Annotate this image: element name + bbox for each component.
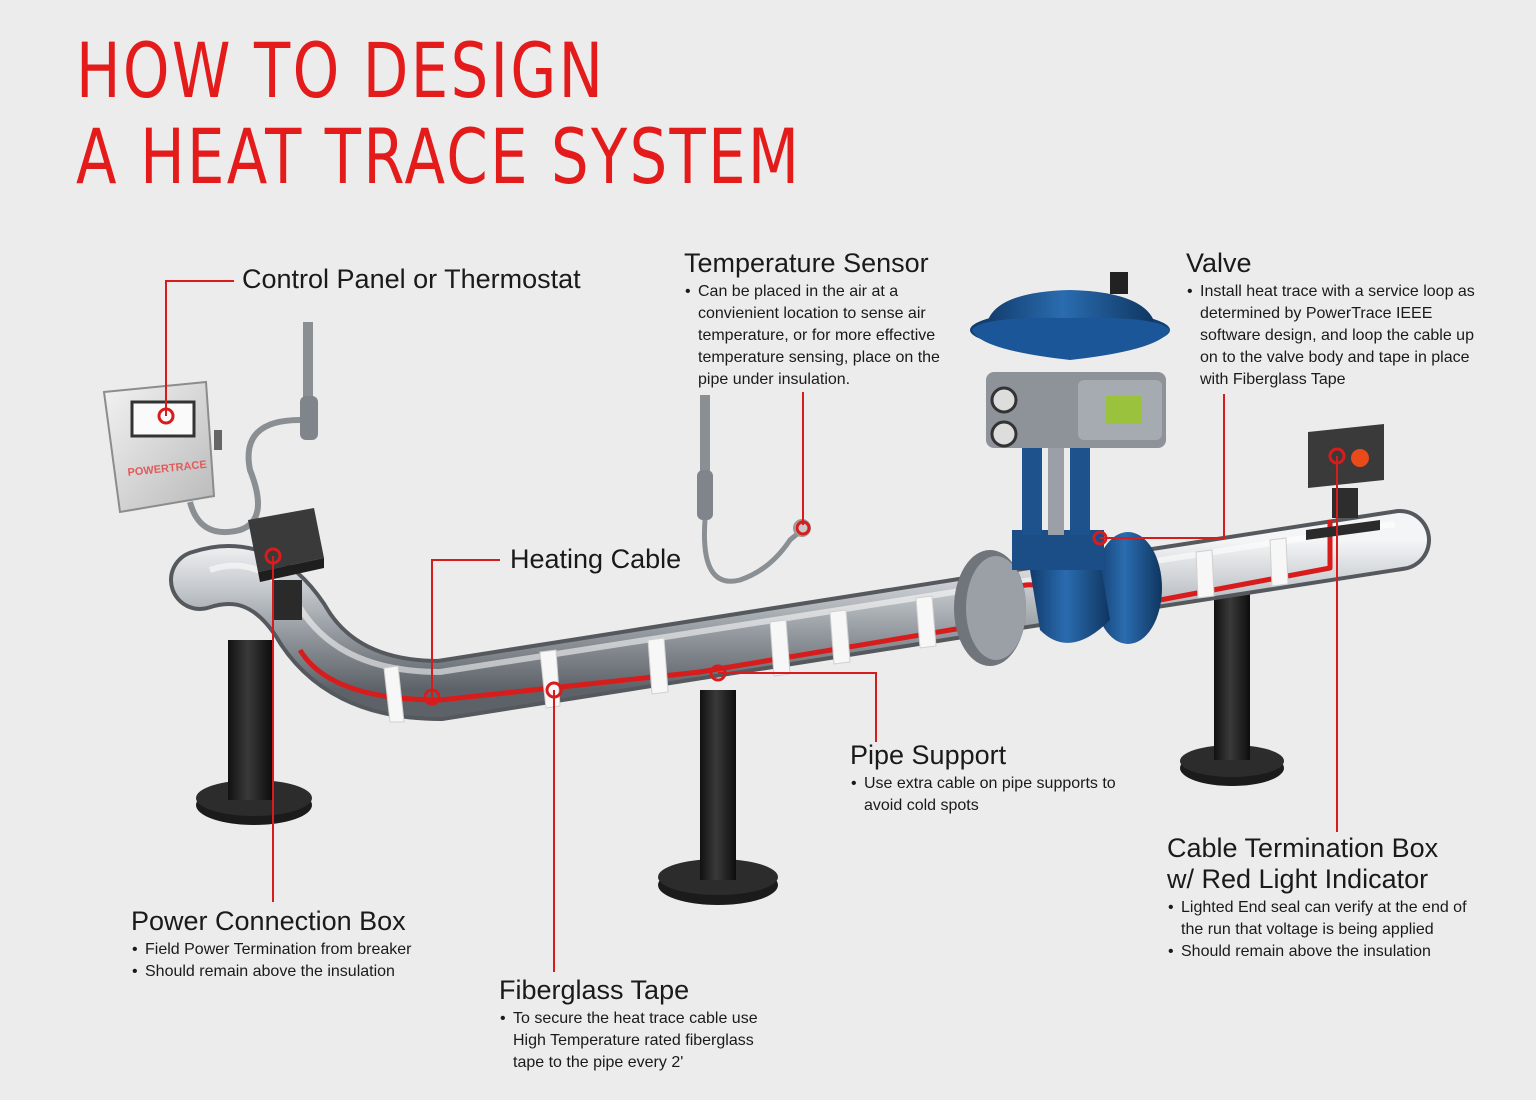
pipe-support-label: Pipe Support Use extra cable on pipe sup… — [850, 740, 1120, 817]
valve — [970, 272, 1170, 643]
power-connection-bullet-1: Field Power Termination from breaker — [132, 939, 451, 961]
pipe-support-right — [1180, 590, 1284, 786]
valve-bullet: Install heat trace with a service loop a… — [1187, 281, 1492, 391]
leader-markers — [157, 407, 1346, 706]
power-connection-label: Power Connection Box Field Power Termina… — [131, 906, 451, 983]
control-panel: POWERTRACE — [102, 380, 222, 514]
fiberglass-tape-bullet: To secure the heat trace cable use High … — [500, 1008, 777, 1074]
fiberglass-tape-heading: Fiberglass Tape — [499, 975, 690, 1005]
pipe-support-middle — [658, 690, 778, 905]
temperature-sensor — [697, 395, 811, 584]
title-line-1: HOW TO DESIGN — [76, 26, 606, 115]
termination-box-bullet-2: Should remain above the insulation — [1168, 941, 1487, 963]
pipe — [169, 509, 1431, 722]
control-panel-label: Control Panel or Thermostat — [242, 264, 581, 295]
power-connection-heading: Power Connection Box — [131, 906, 406, 936]
termination-box-bullet-1: Lighted End seal can verify at the end o… — [1168, 897, 1487, 941]
leader-heating-cable — [431, 559, 500, 697]
leader-valve — [1100, 394, 1225, 539]
leader-control-panel — [165, 280, 234, 416]
page-title: HOW TO DESIGN A HEAT TRACE SYSTEM — [76, 28, 801, 200]
cable-termination-box — [1306, 424, 1384, 540]
control-panel-heading: Control Panel or Thermostat — [242, 264, 581, 294]
temperature-sensor-heading: Temperature Sensor — [684, 248, 929, 278]
pipe-support-bullet: Use extra cable on pipe supports to avoi… — [851, 773, 1120, 817]
control-panel-probe — [300, 322, 318, 440]
power-connection-bullet-2: Should remain above the insulation — [132, 961, 451, 983]
pipe-support-heading: Pipe Support — [850, 740, 1007, 770]
fiberglass-tape-bands — [383, 537, 1289, 723]
valve-label: Valve Install heat trace with a service … — [1186, 248, 1492, 391]
valve-heading: Valve — [1186, 248, 1252, 278]
temperature-sensor-bullet: Can be placed in the air at a convienien… — [685, 281, 974, 391]
conduit — [187, 417, 301, 536]
heating-cable-label: Heating Cable — [510, 544, 681, 575]
heating-cable-heading: Heating Cable — [510, 544, 682, 574]
valve-flange-left — [954, 550, 1026, 666]
termination-box-label: Cable Termination Box w/ Red Light Indic… — [1167, 833, 1487, 963]
valve-flange-right — [1094, 532, 1162, 644]
leader-lines — [165, 280, 1338, 972]
fiberglass-tape-label: Fiberglass Tape To secure the heat trace… — [499, 975, 777, 1074]
termination-box-heading-1: Cable Termination Box — [1167, 833, 1439, 863]
pipe-support-left — [196, 640, 312, 825]
title-line-2: A HEAT TRACE SYSTEM — [76, 112, 802, 201]
termination-box-heading-2: w/ Red Light Indicator — [1167, 864, 1429, 894]
temperature-sensor-label: Temperature Sensor Can be placed in the … — [684, 248, 974, 391]
leader-pipe-support — [718, 672, 877, 742]
